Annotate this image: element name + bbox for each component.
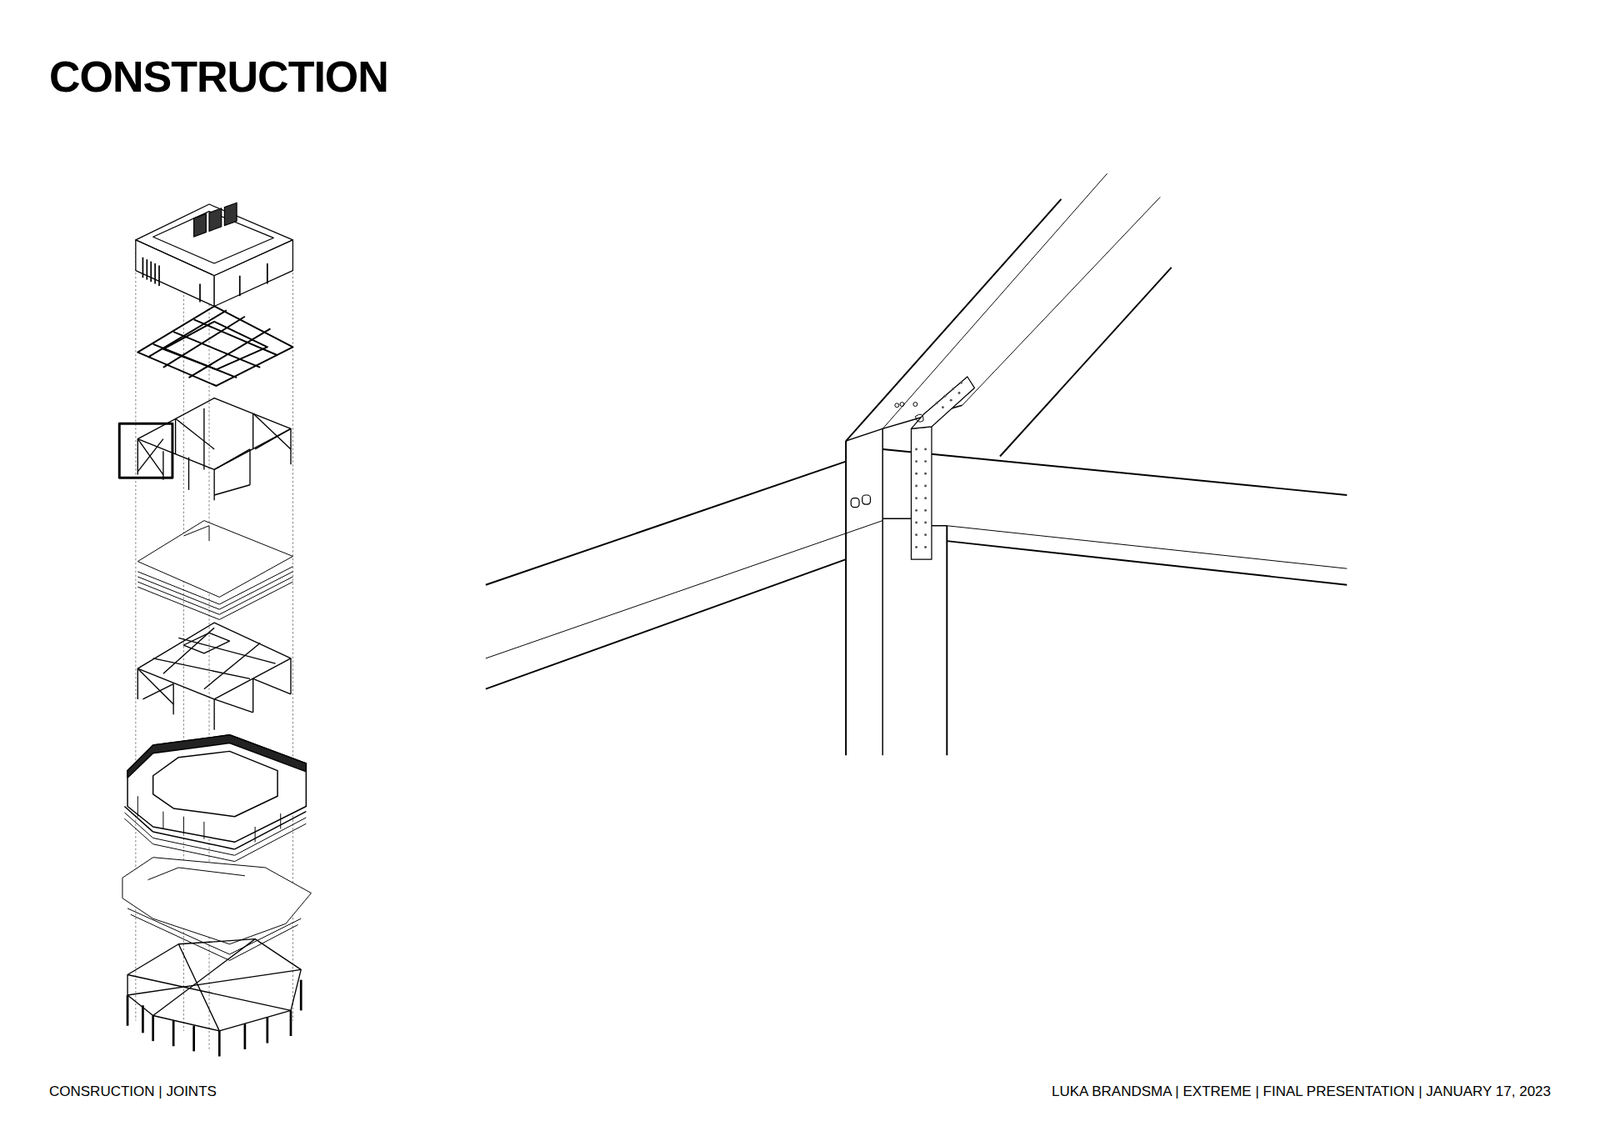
- base-plate: [122, 857, 312, 961]
- ring-volume: [124, 735, 306, 862]
- joint-detail: [485, 173, 1347, 755]
- footer-label: CONSRUCTION | JOINTS: [49, 1083, 217, 1100]
- base-frame: [127, 939, 301, 1057]
- upper-frame: [137, 398, 291, 500]
- roof-structure: [137, 305, 293, 386]
- footer-label: LUKA BRANDSMA | EXTREME | FINAL PRESENTA…: [1051, 1083, 1551, 1100]
- house-volume: [135, 202, 294, 306]
- lower-frame: [137, 622, 291, 730]
- floor-plates: [137, 520, 293, 620]
- page-title: CONSTRUCTION: [49, 51, 389, 102]
- detail-frame: [119, 423, 173, 478]
